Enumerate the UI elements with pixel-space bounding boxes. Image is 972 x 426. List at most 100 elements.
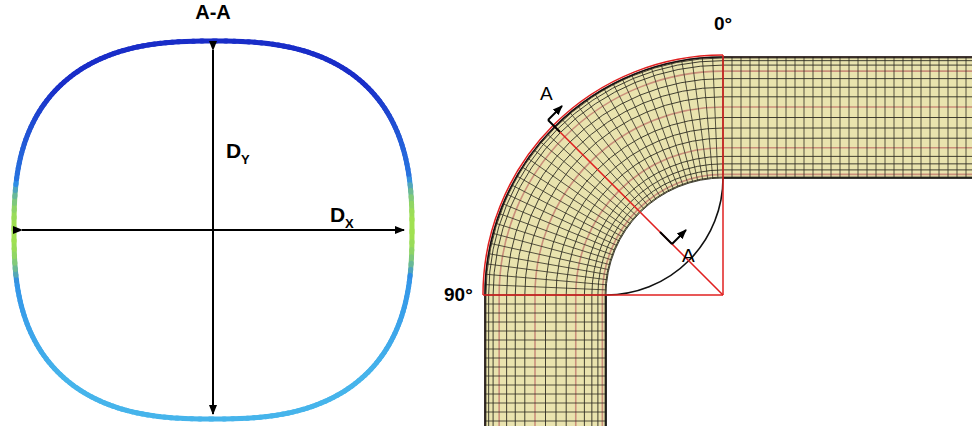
pipe-bend-mesh xyxy=(485,57,972,426)
mesh-line xyxy=(487,264,607,280)
mesh-line xyxy=(948,57,949,178)
mesh-line xyxy=(642,71,683,185)
mesh-line xyxy=(768,57,769,178)
mesh-line xyxy=(528,158,627,227)
section-wall xyxy=(409,219,414,234)
mesh-line xyxy=(535,107,972,426)
mesh-line xyxy=(682,61,703,180)
mesh-line xyxy=(562,120,644,209)
mesh-line xyxy=(671,63,697,181)
dimension-subscript: Y xyxy=(241,153,250,166)
mesh-line xyxy=(556,128,972,426)
mesh-line xyxy=(485,358,606,359)
mesh-line xyxy=(485,304,606,305)
cross-section xyxy=(14,41,412,419)
mesh-line xyxy=(485,367,606,368)
section-mark: A xyxy=(682,246,695,265)
mesh-line xyxy=(485,349,606,350)
mesh-line xyxy=(885,57,886,178)
mesh-line xyxy=(632,75,678,187)
dimension-arrow xyxy=(212,50,214,414)
mesh-line xyxy=(777,57,778,178)
angle-reference xyxy=(483,55,723,295)
pipe-outline xyxy=(606,178,972,426)
mesh-line xyxy=(604,89,665,194)
mesh-line xyxy=(485,421,606,422)
mesh-line xyxy=(858,57,859,178)
mesh-line xyxy=(732,57,733,178)
mesh-line xyxy=(605,177,972,426)
mesh-line xyxy=(499,214,613,255)
mesh-line xyxy=(485,376,606,377)
mesh-line xyxy=(507,194,617,245)
mesh-line xyxy=(485,57,972,426)
mesh-line xyxy=(485,313,606,314)
mesh-line xyxy=(598,170,972,426)
section-mark: A xyxy=(540,84,553,103)
mesh-line xyxy=(692,59,708,179)
mesh-line xyxy=(876,57,877,178)
mesh-line xyxy=(849,57,850,178)
mesh-line xyxy=(921,57,922,178)
mesh-line xyxy=(813,57,814,178)
mesh-line xyxy=(522,167,624,232)
mesh-line xyxy=(702,58,713,179)
mesh-line xyxy=(602,174,972,426)
mesh-line xyxy=(786,57,787,178)
mesh-line xyxy=(894,57,895,178)
mesh-line xyxy=(661,65,692,182)
section-title: A-A xyxy=(192,2,234,22)
mesh-line xyxy=(903,57,904,178)
mesh-line xyxy=(912,57,913,178)
mesh-line xyxy=(496,223,611,259)
mesh-line xyxy=(493,65,972,426)
mesh-line xyxy=(493,233,610,264)
mesh-line xyxy=(486,274,607,285)
pipe-outline xyxy=(485,57,972,426)
angle-label: 0° xyxy=(714,14,732,33)
mesh-line xyxy=(584,156,972,426)
mesh-line xyxy=(867,57,868,178)
mesh-line xyxy=(831,57,832,178)
dimension-symbol: D xyxy=(330,204,345,225)
dimension-symbol: D xyxy=(226,140,241,161)
mesh-line xyxy=(485,340,606,341)
mesh-line xyxy=(485,322,606,323)
mesh-line xyxy=(795,57,796,178)
mesh-line xyxy=(485,394,606,395)
mesh-line xyxy=(489,254,608,275)
mesh-line xyxy=(930,57,931,178)
mesh-line xyxy=(507,79,972,426)
angle-label: 90° xyxy=(444,285,473,304)
mesh-line xyxy=(741,57,742,178)
mesh-line xyxy=(485,403,606,404)
mesh-line xyxy=(512,185,619,241)
mesh-line xyxy=(499,71,972,426)
mesh-line xyxy=(485,412,606,413)
mesh-line xyxy=(939,57,940,178)
mesh-line xyxy=(606,178,972,426)
mesh-line xyxy=(485,385,606,386)
mesh-line xyxy=(486,58,972,426)
dimension-subscript: X xyxy=(345,217,354,230)
mesh-line xyxy=(613,84,669,191)
mesh-line xyxy=(489,61,972,426)
mesh-line xyxy=(485,285,606,290)
mesh-line xyxy=(485,331,606,332)
mesh-line xyxy=(957,57,958,178)
mesh-line xyxy=(713,57,718,178)
mesh-line xyxy=(966,57,967,178)
mesh-line xyxy=(840,57,841,178)
mesh-line xyxy=(822,57,823,178)
mesh-line xyxy=(759,57,760,178)
mesh-line xyxy=(576,148,972,426)
mesh-line xyxy=(804,57,805,178)
mesh-line xyxy=(566,138,972,426)
section-line xyxy=(548,106,686,244)
mesh-line xyxy=(491,243,609,269)
mesh-line xyxy=(570,113,648,206)
mesh-line xyxy=(750,57,751,178)
mesh-line xyxy=(525,97,972,426)
